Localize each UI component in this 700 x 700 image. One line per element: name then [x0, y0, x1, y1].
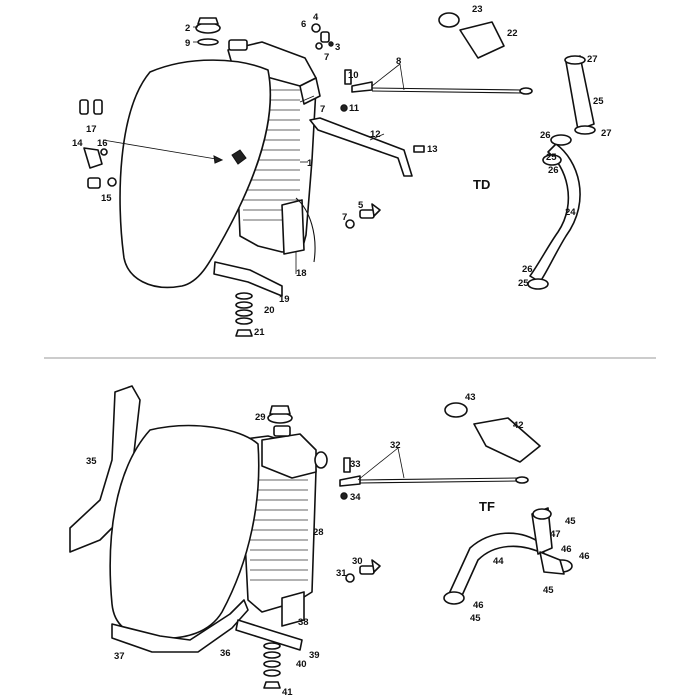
- callout: 12: [370, 129, 381, 140]
- callout: 6: [301, 19, 306, 30]
- callout: 24: [565, 207, 576, 218]
- callout: 29: [255, 412, 266, 423]
- callout: 4: [313, 12, 319, 23]
- callout: 25: [593, 96, 604, 107]
- callout: 39: [309, 650, 320, 661]
- stay-rod-tf: [339, 457, 529, 500]
- callout: 21: [254, 327, 265, 338]
- mounting-washers-tf: [263, 642, 281, 689]
- callout: 22: [507, 28, 518, 39]
- bottom-hose-td: [527, 134, 581, 290]
- callout: 40: [296, 659, 307, 670]
- callout: 13: [427, 144, 438, 155]
- callout: 25: [518, 278, 529, 289]
- support-bracket-td: [309, 117, 425, 177]
- callout: 5: [358, 200, 364, 211]
- callout: 17: [86, 124, 97, 135]
- callout: 45: [565, 516, 576, 527]
- callout: 26: [540, 130, 551, 141]
- top-hose-td: [438, 12, 505, 59]
- cowl-fixings-td: [79, 99, 117, 189]
- callout: 16: [97, 138, 108, 149]
- callout: 36: [220, 648, 231, 659]
- radiator-assembly-td: [119, 39, 321, 297]
- callout: 41: [282, 687, 293, 698]
- model-label-tf: TF: [479, 499, 495, 514]
- radiator-cap-td: [195, 17, 221, 46]
- callouts-tf: 28 29 30 31 32 33 34 35 36 37 38 39 40 4…: [86, 392, 590, 698]
- radiator-assembly-tf: [69, 385, 328, 653]
- callout: 1: [307, 158, 313, 169]
- drain-cock-tf: [345, 559, 381, 583]
- callout: 15: [101, 193, 112, 204]
- callout: 11: [349, 103, 360, 114]
- leader-lines: [193, 26, 405, 481]
- callout: 7: [324, 52, 329, 63]
- callout: 28: [313, 527, 324, 538]
- callout: 45: [470, 613, 481, 624]
- callout: 18: [296, 268, 307, 279]
- callout: 8: [396, 56, 401, 67]
- callout: 25: [546, 152, 557, 163]
- callouts-td: 1 2 9 3 4 5 6 7 7 7 8 10 11 12 13 14 15 …: [72, 4, 612, 338]
- drain-tap-td: [311, 23, 334, 50]
- mounting-washers-td: [235, 292, 253, 337]
- callout: 43: [465, 392, 476, 403]
- drain-cock-td: [345, 203, 381, 229]
- callout: 46: [473, 600, 484, 611]
- callout: 19: [279, 294, 290, 305]
- callout: 23: [472, 4, 483, 15]
- callout: 37: [114, 651, 125, 662]
- callout: 46: [579, 551, 590, 562]
- callout: 7: [320, 104, 325, 115]
- callout: 38: [298, 617, 309, 628]
- callout: 45: [543, 585, 554, 596]
- callout: 2: [185, 23, 190, 34]
- callout: 34: [350, 492, 361, 503]
- callout: 14: [72, 138, 83, 149]
- callout: 31: [336, 568, 347, 579]
- callout: 20: [264, 305, 275, 316]
- stay-rod-td: [340, 69, 533, 112]
- callout: 32: [390, 440, 401, 451]
- model-label-td: TD: [473, 177, 490, 192]
- radiator-cap-tf: [267, 405, 293, 424]
- callout: 26: [548, 165, 559, 176]
- callout: 46: [561, 544, 572, 555]
- top-hose-tf: [444, 402, 541, 463]
- callout: 9: [185, 38, 190, 49]
- callout: 27: [587, 54, 598, 65]
- callout: 7: [342, 212, 347, 223]
- water-pipe-td: [564, 55, 596, 135]
- callout: 47: [550, 529, 561, 540]
- callout: 44: [493, 556, 504, 567]
- callout: 10: [348, 70, 359, 81]
- callout: 27: [601, 128, 612, 139]
- callout: 3: [335, 42, 340, 53]
- callout: 42: [513, 420, 524, 431]
- callout: 30: [352, 556, 363, 567]
- callout: 33: [350, 459, 361, 470]
- callout: 35: [86, 456, 97, 467]
- callout: 26: [522, 264, 533, 275]
- bottom-pipe-tf: [443, 507, 573, 605]
